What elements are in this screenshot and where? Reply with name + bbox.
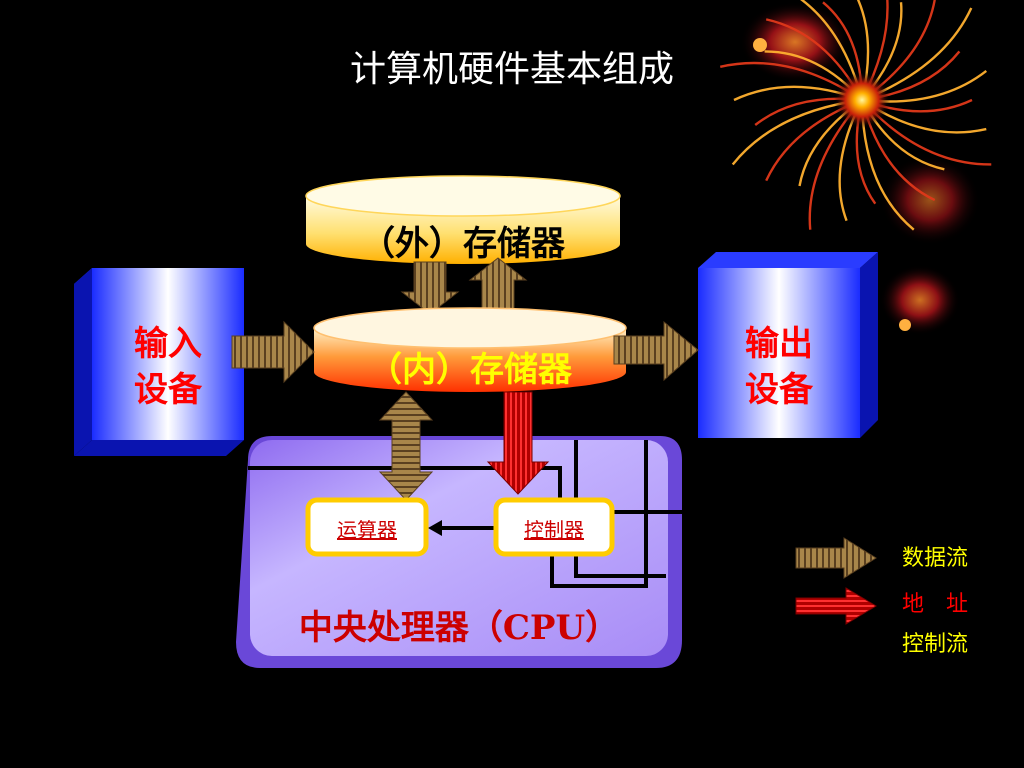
input-device-label-2: 设备 xyxy=(134,370,202,410)
internal-storage-cylinder xyxy=(313,307,627,392)
internal-storage-label: （内）存储器 xyxy=(368,350,572,390)
legend-address-arrow xyxy=(795,587,877,625)
controller-label: 控制器 xyxy=(524,518,584,542)
data-arrow-int-to-ext xyxy=(468,257,528,315)
data-arrow-input-to-storage xyxy=(231,320,315,384)
legend-data-flow-label: 数据流 xyxy=(902,546,969,571)
cpu-label: 中央处理器（CPU） xyxy=(298,608,620,648)
cpu-body xyxy=(236,436,682,668)
external-storage-cylinder xyxy=(305,175,621,264)
output-device-label-2: 设备 xyxy=(745,370,813,410)
data-arrow-ext-to-int xyxy=(400,261,460,315)
alu-label: 运算器 xyxy=(337,518,397,542)
legend-address-label: 地 址 xyxy=(902,592,969,617)
page-title: 计算机硬件基本组成 xyxy=(349,49,674,90)
data-arrow-storage-alu xyxy=(378,391,434,501)
input-device-label-1: 输入 xyxy=(134,324,202,364)
alu-box xyxy=(305,497,429,557)
controller-box xyxy=(493,497,615,557)
input-device-box xyxy=(74,268,244,456)
output-device-label-1: 输出 xyxy=(745,324,813,364)
legend-data-arrow xyxy=(795,537,877,579)
output-device-box xyxy=(698,252,878,438)
fireworks-icon xyxy=(719,0,992,335)
legend-control-flow-label: 控制流 xyxy=(902,632,969,657)
data-arrow-storage-to-output xyxy=(613,320,699,382)
address-arrow-storage-controller xyxy=(486,391,550,495)
external-storage-label: （外）存储器 xyxy=(361,224,565,264)
